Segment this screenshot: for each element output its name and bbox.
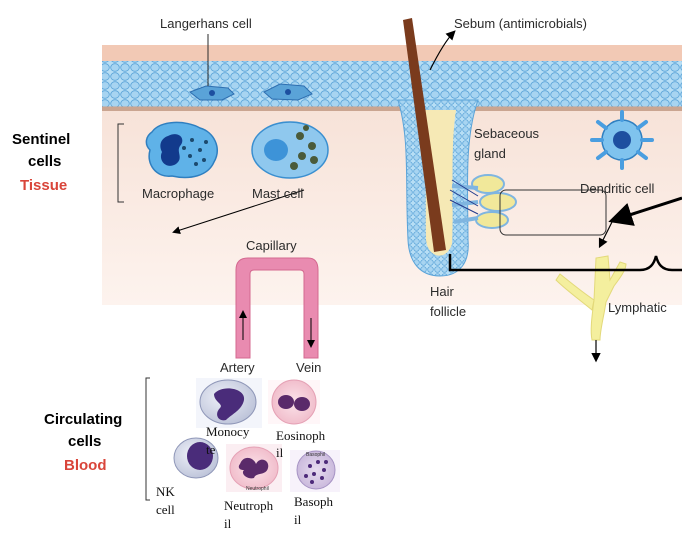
- capillary-loop: [235, 257, 319, 359]
- label-eosinophil-1: Eosinoph: [276, 428, 326, 443]
- sebaceous-gland: [451, 174, 517, 229]
- macrophage-icon: [145, 121, 218, 179]
- tag-neutrophil: Neutrophil: [246, 486, 269, 492]
- label-follicle: follicle: [430, 304, 466, 319]
- eosinophil-icon: [268, 379, 320, 425]
- basophil-icon: [290, 450, 340, 492]
- label-vein: Vein: [296, 360, 321, 375]
- sebum-arrow: [429, 30, 456, 71]
- monocyte-icon: [196, 378, 262, 428]
- dendritic-zone-box: [499, 189, 607, 236]
- tag-basophil: Basophil: [306, 452, 325, 458]
- label-neutrophil-1: Neutroph: [224, 498, 274, 513]
- dendritic-cell-icon: [590, 110, 654, 170]
- label-capillary: Capillary: [246, 238, 297, 253]
- skin-surface: [102, 45, 682, 61]
- label-mast-cell: Mast cell: [252, 186, 303, 201]
- group-sentinel-line1: Sentinel: [12, 131, 70, 148]
- label-sebum: Sebum (antimicrobials): [454, 16, 587, 31]
- label-monocyte-2: te: [206, 442, 216, 457]
- label-monocyte-1: Monocy: [206, 424, 250, 439]
- nk-cell-icon: [173, 437, 219, 479]
- label-macrophage: Macrophage: [142, 186, 214, 201]
- lymphatic-bracket: [448, 254, 682, 272]
- group-circulating-blood: Blood: [64, 457, 107, 474]
- label-basophil-1: Basoph: [294, 494, 334, 509]
- circulating-bracket: [145, 377, 150, 501]
- label-nk-2: cell: [156, 502, 175, 517]
- label-neutrophil-2: il: [224, 516, 232, 531]
- label-lymphatic: Lymphatic: [608, 300, 667, 315]
- label-nk-1: NK: [156, 484, 175, 499]
- lymphatic-vessel: [555, 255, 627, 363]
- epidermis-layer: [102, 61, 682, 108]
- label-langerhans-cell: Langerhans cell: [160, 16, 252, 31]
- langerhans-cell-icon: [189, 34, 313, 101]
- hair-shaft: [403, 18, 446, 252]
- group-sentinel-tissue: Tissue: [20, 177, 67, 194]
- label-eosinophil-2: il: [276, 445, 284, 460]
- label-basophil-2: il: [294, 512, 302, 527]
- label-hair: Hair: [430, 284, 455, 299]
- group-circulating-line2: cells: [68, 433, 101, 450]
- sentinel-bracket: [117, 123, 124, 203]
- group-circulating-line1: Circulating: [44, 411, 122, 428]
- neutrophil-icon: [226, 444, 282, 492]
- label-gland: gland: [474, 146, 506, 161]
- label-dendritic-cell: Dendritic cell: [580, 181, 655, 196]
- label-sebaceous: Sebaceous: [474, 126, 540, 141]
- group-sentinel-line2: cells: [28, 153, 61, 170]
- label-artery: Artery: [220, 360, 255, 375]
- migration-arrow: [172, 189, 305, 234]
- mast-cell-icon: [251, 121, 329, 179]
